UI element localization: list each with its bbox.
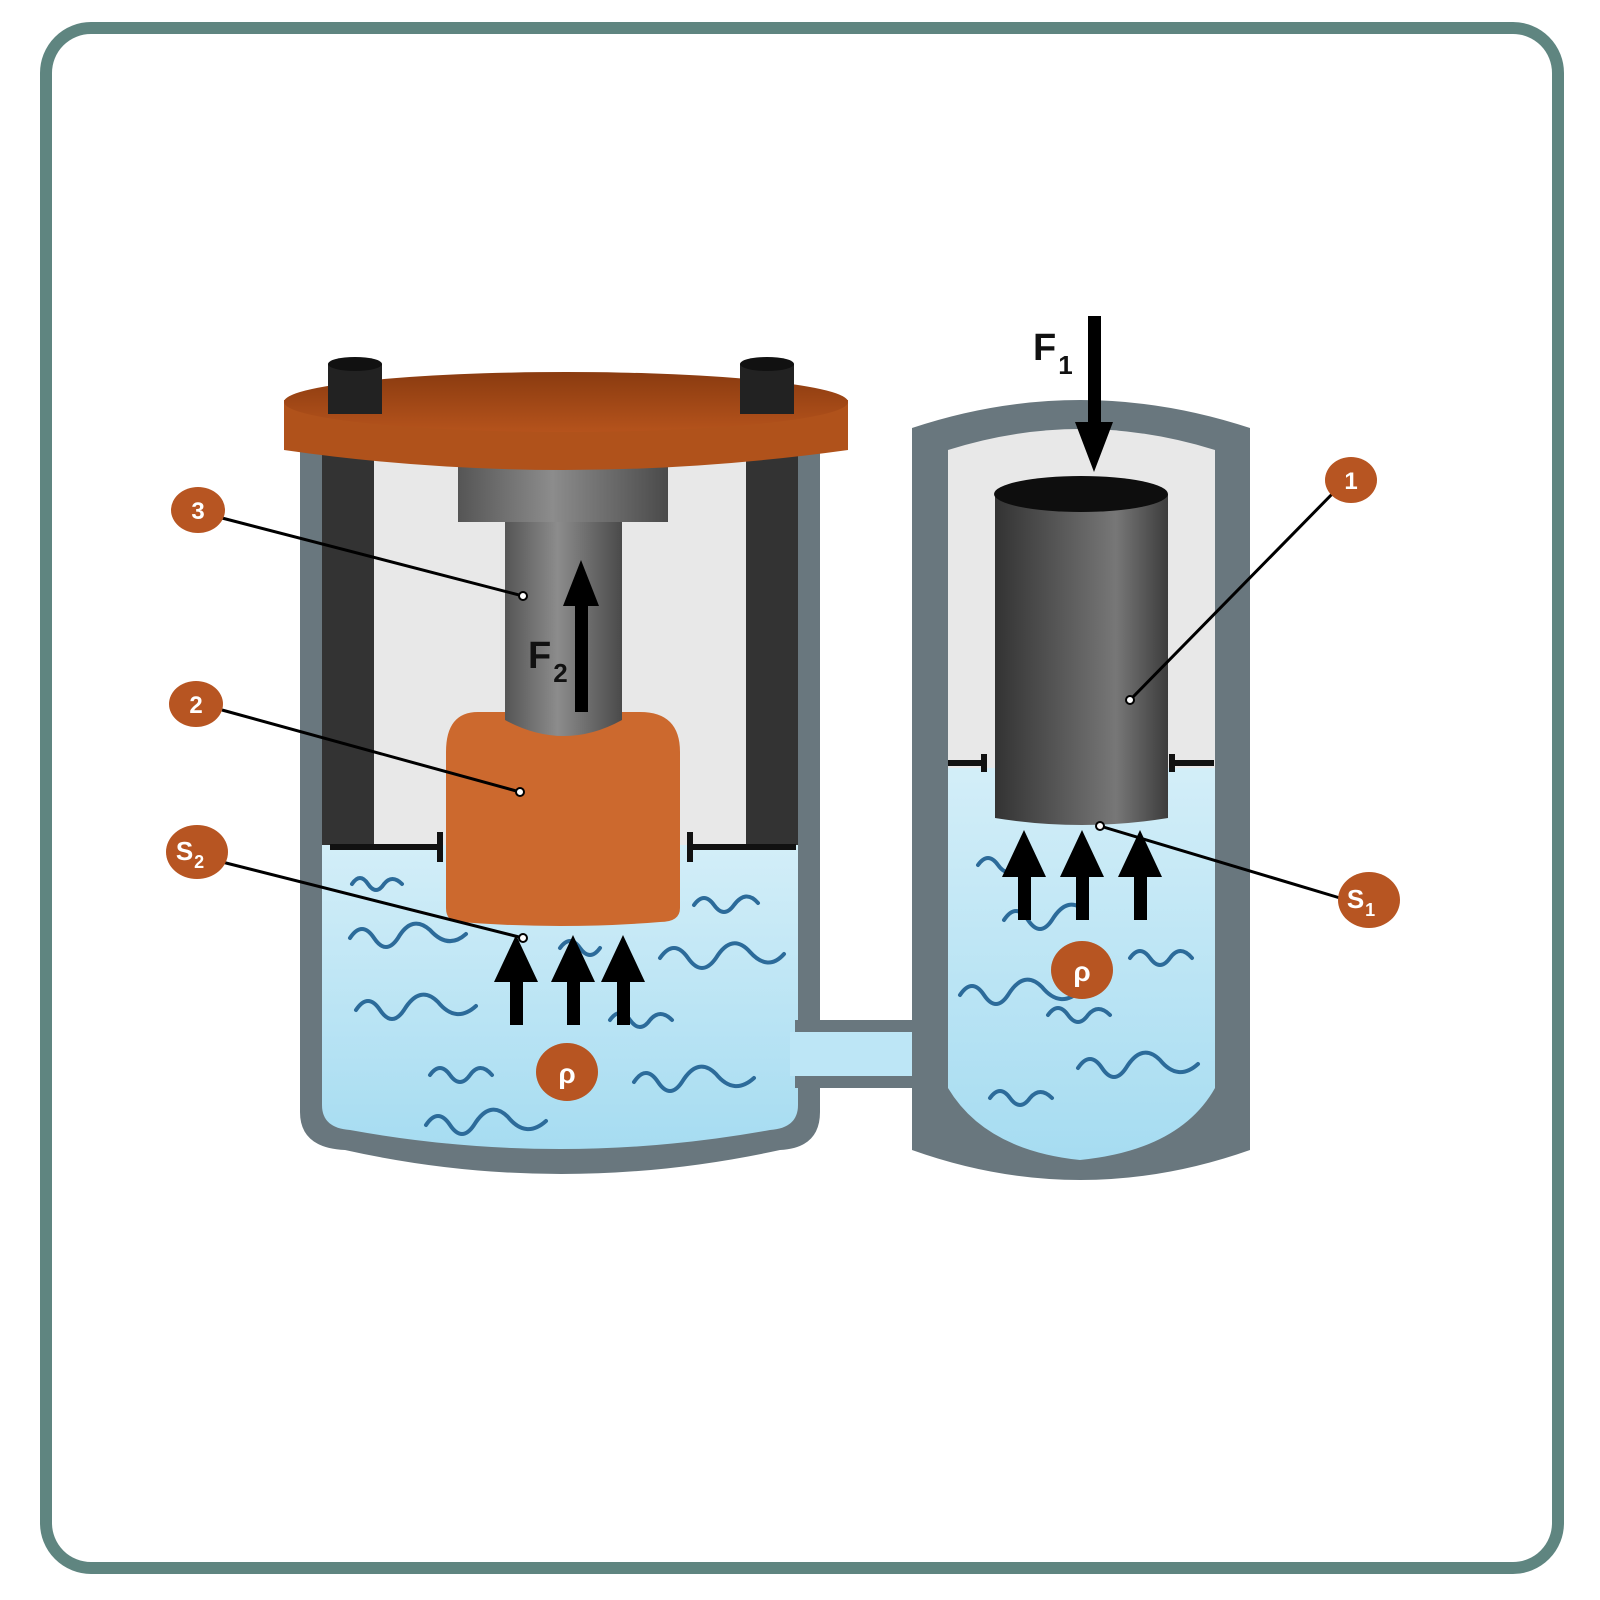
right-guide-post	[746, 445, 798, 845]
svg-text:3: 3	[191, 498, 204, 525]
svg-text:S2: S2	[176, 836, 204, 872]
force-f1-label: F1	[1033, 327, 1073, 380]
svg-text:2: 2	[189, 692, 202, 719]
small-piston-top	[994, 476, 1168, 512]
small-piston-assembly	[948, 476, 1214, 825]
rod-collar	[458, 466, 668, 522]
force-f1-arrow	[1075, 316, 1113, 472]
force-f2-label: F2	[528, 635, 568, 688]
svg-text:ρ: ρ	[558, 1058, 575, 1089]
press-plate-top	[284, 372, 848, 432]
pressure-arrow	[1060, 830, 1104, 920]
pressure-arrow	[551, 935, 595, 1025]
pressure-arrow	[1002, 830, 1046, 920]
leader-line-1	[1125, 486, 1340, 705]
leader-line-3	[221, 516, 528, 601]
leader-line-s2	[221, 860, 528, 943]
marker-s2: S2	[166, 825, 228, 879]
piston-rod	[505, 520, 622, 736]
small-piston	[995, 494, 1168, 825]
pressure-arrows-right	[1002, 830, 1162, 920]
left-bolt	[328, 364, 382, 414]
connecting-pipe-liquid	[790, 1032, 930, 1076]
large-piston-assembly	[284, 357, 848, 926]
pressure-arrow	[601, 935, 645, 1025]
svg-text:ρ: ρ	[1073, 956, 1090, 987]
svg-text:S1: S1	[1347, 884, 1375, 920]
leader-line-s1	[1095, 821, 1341, 900]
pressure-arrows-left	[494, 935, 645, 1025]
left-guide-post	[322, 445, 374, 845]
right-bolt	[740, 364, 794, 414]
marker-3: 3	[171, 487, 225, 533]
marker-s1: S1	[1338, 872, 1400, 928]
pressure-arrow	[494, 935, 538, 1025]
marker-rho-right: ρ	[1051, 941, 1113, 999]
marker-rho-left: ρ	[536, 1043, 598, 1101]
svg-text:1: 1	[1344, 468, 1357, 495]
leader-line-2	[221, 708, 525, 797]
force-f2-arrow	[563, 560, 599, 712]
large-piston	[446, 712, 680, 926]
leader-lines	[221, 486, 1341, 943]
large-cylinder-liquid	[322, 845, 798, 1149]
marker-1: 1	[1325, 457, 1377, 503]
liquid-waves	[348, 856, 1200, 1136]
pressure-arrow	[1118, 830, 1162, 920]
marker-2: 2	[169, 681, 223, 727]
